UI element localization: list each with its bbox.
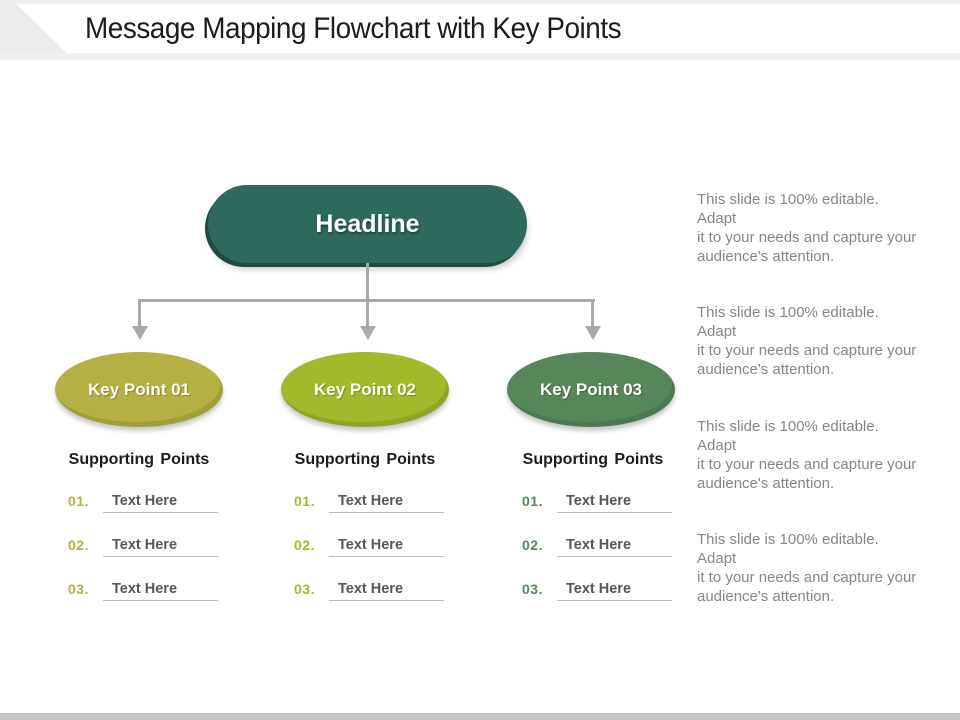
key-point-3-node[interactable]: Key Point 03 [507, 352, 675, 427]
item-text-placeholder[interactable]: Text Here [566, 493, 632, 509]
item-underline [329, 556, 444, 557]
side-note-2[interactable]: This slide is 100% editable. Adapt it to… [697, 304, 917, 378]
item-text-placeholder[interactable]: Text Here [112, 581, 178, 597]
item-underline [329, 512, 444, 513]
item-text-placeholder[interactable]: Text Here [338, 581, 404, 597]
headline-node[interactable]: Headline [208, 185, 527, 263]
connector-drop-1 [138, 299, 141, 328]
list-item[interactable]: 03. Text Here [255, 581, 475, 605]
item-number: 02. [522, 537, 543, 553]
corner-fold-decoration [0, 0, 72, 58]
list-item[interactable]: 02. Text Here [483, 537, 703, 561]
key-point-2-label: Key Point 02 [313, 379, 417, 399]
item-number: 03. [522, 581, 543, 597]
connector-drop-2 [366, 299, 369, 328]
key-point-2-node[interactable]: Key Point 02 [281, 352, 449, 427]
arrowhead-down-3 [585, 326, 601, 340]
list-item[interactable]: 03. Text Here [29, 581, 249, 605]
list-item[interactable]: 01. Text Here [483, 493, 703, 517]
key-point-1-node[interactable]: Key Point 01 [55, 352, 223, 427]
side-note-3[interactable]: This slide is 100% editable. Adapt it to… [697, 418, 917, 492]
list-item[interactable]: 03. Text Here [483, 581, 703, 605]
title-divider-band [0, 53, 960, 60]
key-point-3-label: Key Point 03 [539, 379, 643, 399]
item-text-placeholder[interactable]: Text Here [112, 493, 178, 509]
item-number: 03. [294, 581, 315, 597]
side-note-4[interactable]: This slide is 100% editable. Adapt it to… [697, 531, 917, 605]
item-text-placeholder[interactable]: Text Here [338, 537, 404, 553]
slide-title: Message Mapping Flowchart with Key Point… [85, 12, 622, 45]
item-underline [329, 600, 444, 601]
list-item[interactable]: 01. Text Here [29, 493, 249, 517]
connector-drop-3 [591, 299, 594, 328]
item-number: 01. [522, 493, 543, 509]
item-text-placeholder[interactable]: Text Here [566, 537, 632, 553]
item-text-placeholder[interactable]: Text Here [112, 537, 178, 553]
list-item[interactable]: 02. Text Here [255, 537, 475, 561]
item-underline [557, 600, 672, 601]
list-item[interactable]: 01. Text Here [255, 493, 475, 517]
headline-label: Headline [315, 209, 420, 238]
supporting-points-heading: Supporting Points [522, 451, 664, 468]
item-underline [557, 512, 672, 513]
list-item[interactable]: 02. Text Here [29, 537, 249, 561]
item-text-placeholder[interactable]: Text Here [566, 581, 632, 597]
side-note-1[interactable]: This slide is 100% editable. Adapt it to… [697, 191, 917, 265]
item-number: 01. [68, 493, 89, 509]
item-underline [557, 556, 672, 557]
item-underline [103, 512, 218, 513]
supporting-points-heading: Supporting Points [68, 451, 210, 468]
arrowhead-down-1 [132, 326, 148, 340]
key-point-1-label: Key Point 01 [87, 379, 191, 399]
item-underline [103, 600, 218, 601]
item-number: 02. [68, 537, 89, 553]
supporting-points-heading: Supporting Points [294, 451, 436, 468]
item-underline [103, 556, 218, 557]
top-edge-strip [0, 0, 960, 4]
bottom-edge-bar [0, 713, 960, 720]
item-number: 02. [294, 537, 315, 553]
item-number: 03. [68, 581, 89, 597]
arrowhead-down-2 [360, 326, 376, 340]
connector-stem [366, 263, 369, 302]
item-text-placeholder[interactable]: Text Here [338, 493, 404, 509]
item-number: 01. [294, 493, 315, 509]
